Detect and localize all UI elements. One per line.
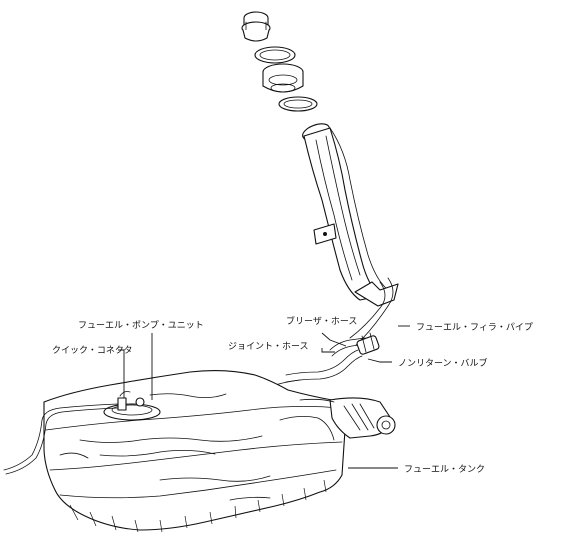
fuel-line bbox=[3, 403, 119, 475]
label-joint-hose: ジョイント・ホース bbox=[228, 341, 309, 352]
nonreturn-valve bbox=[356, 332, 380, 355]
gasket-ring-upper bbox=[254, 46, 296, 64]
label-fuel-pump-unit: フューエル・ポンプ・ユニット bbox=[78, 320, 204, 331]
label-fuel-tank: フューエル・タンク bbox=[404, 464, 485, 475]
label-fuel-filler-pipe: フューエル・フィラ・パイプ bbox=[416, 322, 533, 333]
gasket-ring-lower bbox=[278, 96, 318, 112]
joint-hose bbox=[271, 349, 363, 387]
fuel-filler-pipe bbox=[302, 123, 399, 346]
fuel-tank bbox=[43, 370, 346, 533]
leader-lines bbox=[118, 325, 410, 469]
filler-cap bbox=[241, 11, 271, 42]
label-breather-hose: ブリーザ・ホース bbox=[286, 315, 357, 327]
label-quick-connector: クイック・コネクタ bbox=[52, 345, 132, 356]
breather-hose bbox=[329, 337, 367, 357]
filler-neck-seal bbox=[262, 63, 304, 93]
label-nonreturn-valve: ノンリターン・バルブ bbox=[398, 357, 488, 369]
mounting-hardware bbox=[299, 397, 396, 439]
